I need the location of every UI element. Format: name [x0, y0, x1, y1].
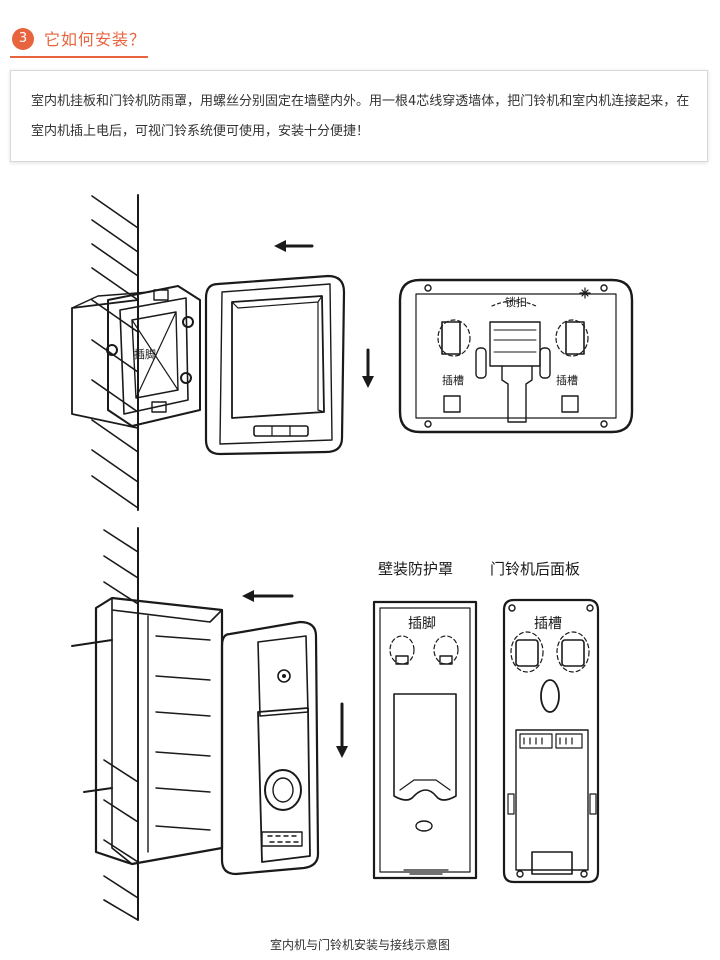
- bracket-foot-label: 插脚: [134, 347, 156, 361]
- doorbell-unit-front: [220, 620, 320, 876]
- section-title: 它如何安装？: [44, 30, 147, 49]
- back-slot-label: 插槽: [534, 616, 562, 632]
- diagram-caption: 室内机与门铃机安装与接线示意图: [269, 938, 450, 952]
- slot-label-right: 插槽: [556, 373, 578, 387]
- wall-top: [91, 194, 139, 511]
- intro-text: 室内机挂板和门铃机防雨罩，用螺丝分别固定在墙壁内外。用一根4芯线穿透墙体，把门铃…: [31, 94, 690, 139]
- junction-box: [71, 291, 151, 429]
- step-number-badge: 3: [12, 28, 34, 50]
- intro-box: 室内机挂板和门铃机防雨罩，用螺丝分别固定在墙壁内外。用一根4芯线穿透墙体，把门铃…: [10, 70, 708, 162]
- wall-bottom: [103, 527, 139, 921]
- doorbell-back-panel: [502, 598, 600, 884]
- title-underline: [10, 56, 148, 58]
- section-header: 3 它如何安装？: [10, 22, 710, 58]
- slot-label-left: 插槽: [442, 373, 464, 387]
- wall-cover-panel: [372, 600, 478, 880]
- installation-diagram: 插脚 锁扣 插槽 插槽: [71, 194, 634, 921]
- doorbell-rain-cover: [71, 596, 224, 866]
- lock-label: 锁扣: [505, 295, 527, 309]
- indoor-monitor-front: [204, 274, 346, 456]
- wall-cover-title: 壁装防护罩: [378, 560, 453, 578]
- indoor-mounting-bracket: [106, 285, 201, 427]
- indoor-monitor-back: [398, 278, 634, 434]
- cover-foot-label: 插脚: [408, 616, 436, 632]
- doorbell-back-title: 门铃机后面板: [490, 560, 580, 578]
